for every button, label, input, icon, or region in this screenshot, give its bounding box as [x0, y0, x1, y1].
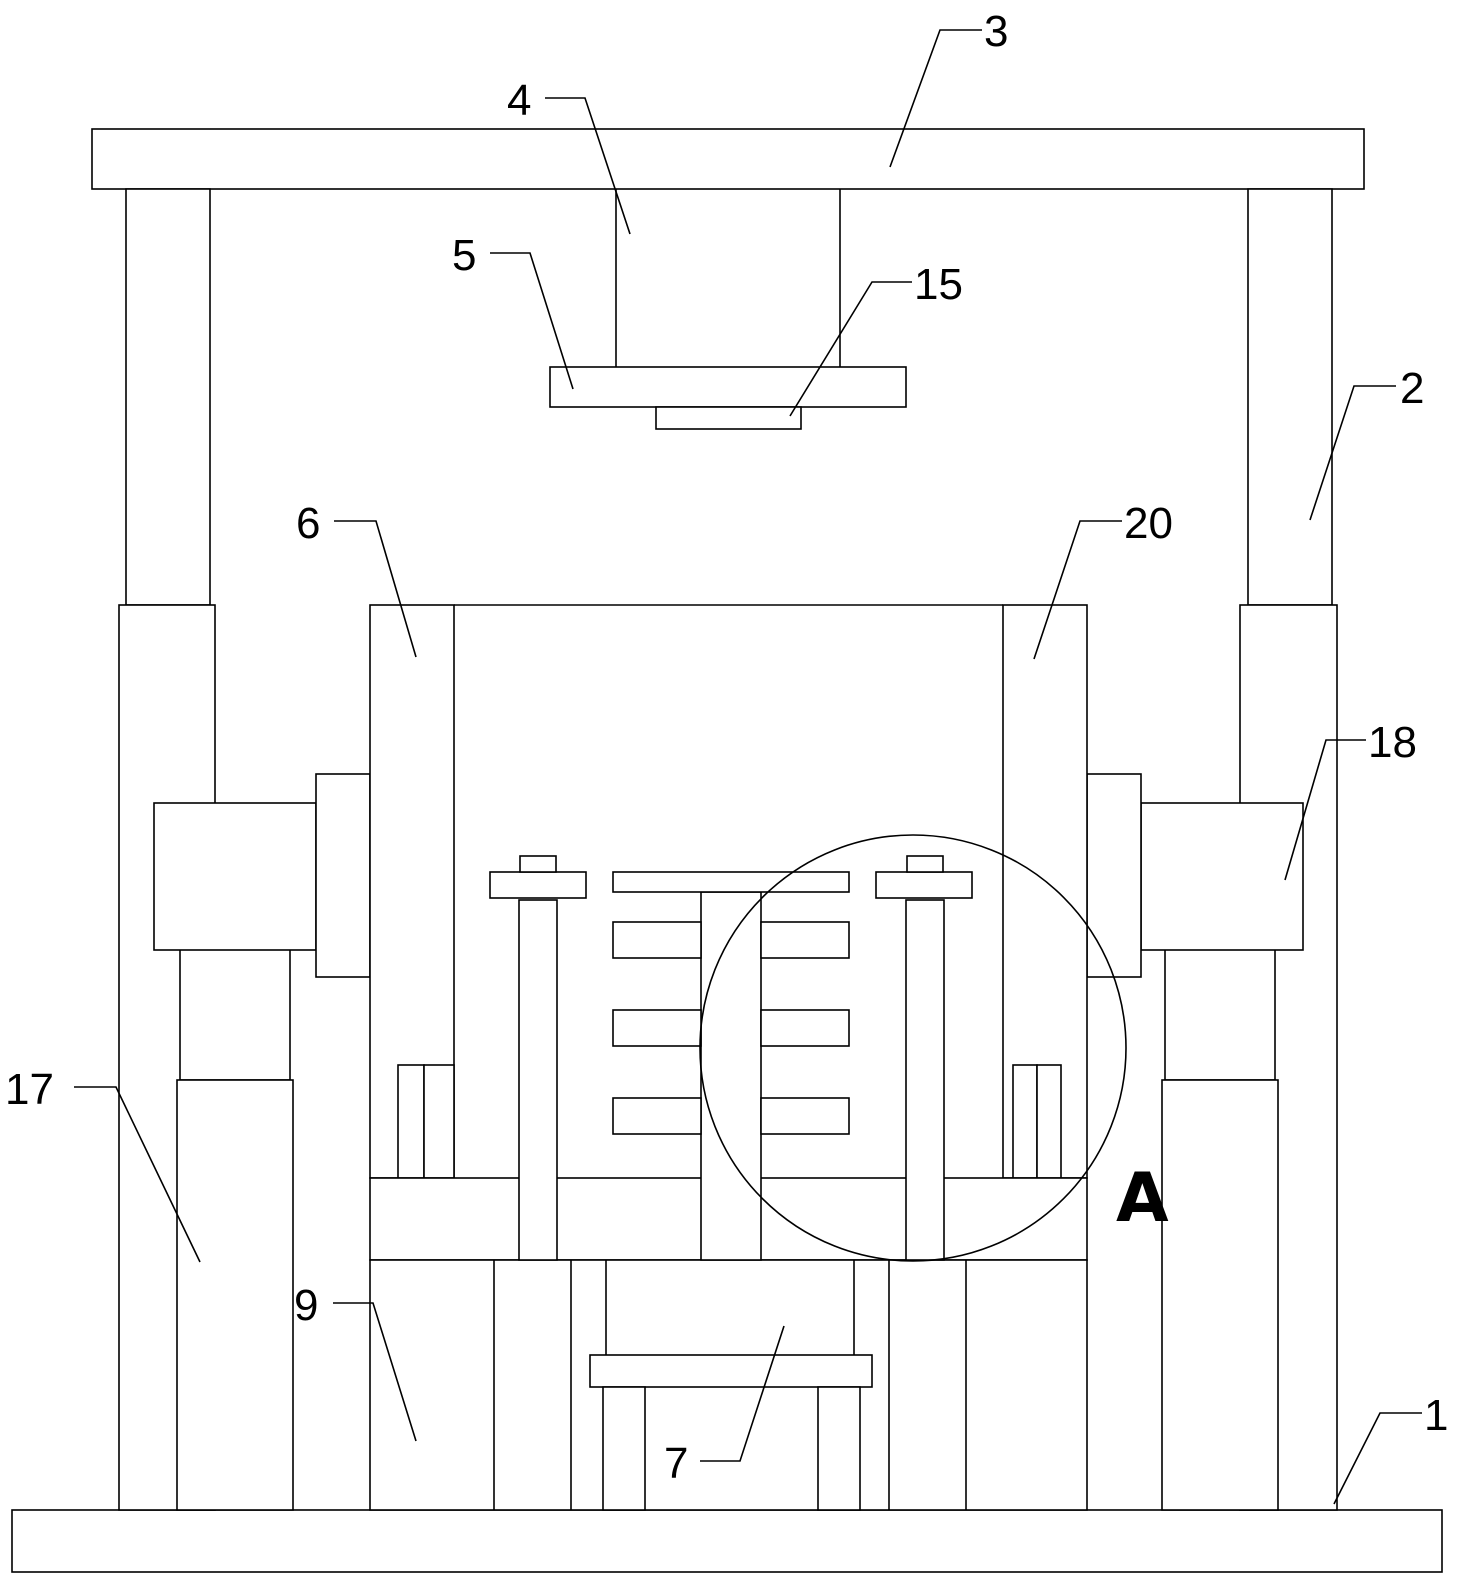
- label-20: 20: [1124, 499, 1173, 548]
- leader-17: [74, 1086, 201, 1263]
- right-lower-sleeve: [1164, 944, 1276, 1081]
- leader-18: [1284, 739, 1366, 881]
- platform-leg-left: [602, 1386, 646, 1511]
- core-fin-left-3: [612, 1097, 702, 1135]
- label-7: 7: [664, 1439, 688, 1488]
- left-lower-post: [176, 1079, 294, 1511]
- leader-7: [700, 1325, 785, 1462]
- core-fin-right-2: [760, 1009, 850, 1047]
- label-15: 15: [914, 260, 963, 309]
- left-corner-stop-2: [423, 1064, 455, 1179]
- left-upper-column: [125, 188, 211, 606]
- leader-1: [1333, 1412, 1422, 1505]
- label-1: 1: [1424, 1391, 1448, 1440]
- right-ejector-rod: [905, 899, 945, 1261]
- base-plate: [11, 1509, 1443, 1573]
- right-clamp-pad: [1086, 773, 1142, 978]
- label-18: 18: [1368, 718, 1417, 767]
- label-6: 6: [296, 499, 320, 548]
- label-4: 4: [507, 76, 531, 125]
- label-3: 3: [984, 7, 1008, 56]
- platform-leg-right: [817, 1386, 861, 1511]
- right-clamp-block: [1140, 802, 1304, 951]
- right-ejector-cap: [875, 871, 973, 899]
- core-fin-right-1: [760, 921, 850, 959]
- left-corner-stop: [397, 1064, 425, 1179]
- label-5: 5: [452, 231, 476, 280]
- leader-20: [1033, 520, 1122, 660]
- center-core-top-bar: [612, 871, 850, 893]
- right-lower-post: [1161, 1079, 1279, 1511]
- label-9: 9: [294, 1281, 318, 1330]
- left-lower-sleeve: [179, 944, 291, 1081]
- label-detail-a: A: [1116, 1159, 1169, 1238]
- center-core-stem: [700, 891, 762, 1261]
- left-ejector-cap: [489, 871, 587, 899]
- leader-6: [334, 520, 417, 658]
- leader-4: [545, 97, 631, 235]
- core-fin-left-2: [612, 1009, 702, 1047]
- label-17: 17: [5, 1065, 54, 1114]
- leader-15: [789, 281, 912, 417]
- label-2: 2: [1400, 364, 1424, 413]
- leader-9: [333, 1302, 417, 1442]
- right-ejector-knob: [906, 855, 944, 873]
- right-corner-stop: [1012, 1064, 1038, 1179]
- right-corner-stop-2: [1036, 1064, 1062, 1179]
- core-fin-right-3: [760, 1097, 850, 1135]
- left-ejector-knob: [519, 855, 557, 873]
- left-clamp-block: [153, 802, 317, 951]
- leader-2: [1309, 385, 1396, 521]
- leader-5: [490, 252, 574, 390]
- top-beam: [91, 128, 1365, 190]
- left-ejector-rod: [518, 899, 558, 1261]
- lifting-platform: [589, 1354, 873, 1388]
- right-upper-column: [1247, 188, 1333, 606]
- detail-circle: [699, 834, 1127, 1262]
- press-plate: [549, 366, 907, 408]
- leader-3: [889, 29, 982, 168]
- core-fin-left-1: [612, 921, 702, 959]
- left-clamp-pad: [315, 773, 371, 978]
- press-head: [655, 406, 802, 430]
